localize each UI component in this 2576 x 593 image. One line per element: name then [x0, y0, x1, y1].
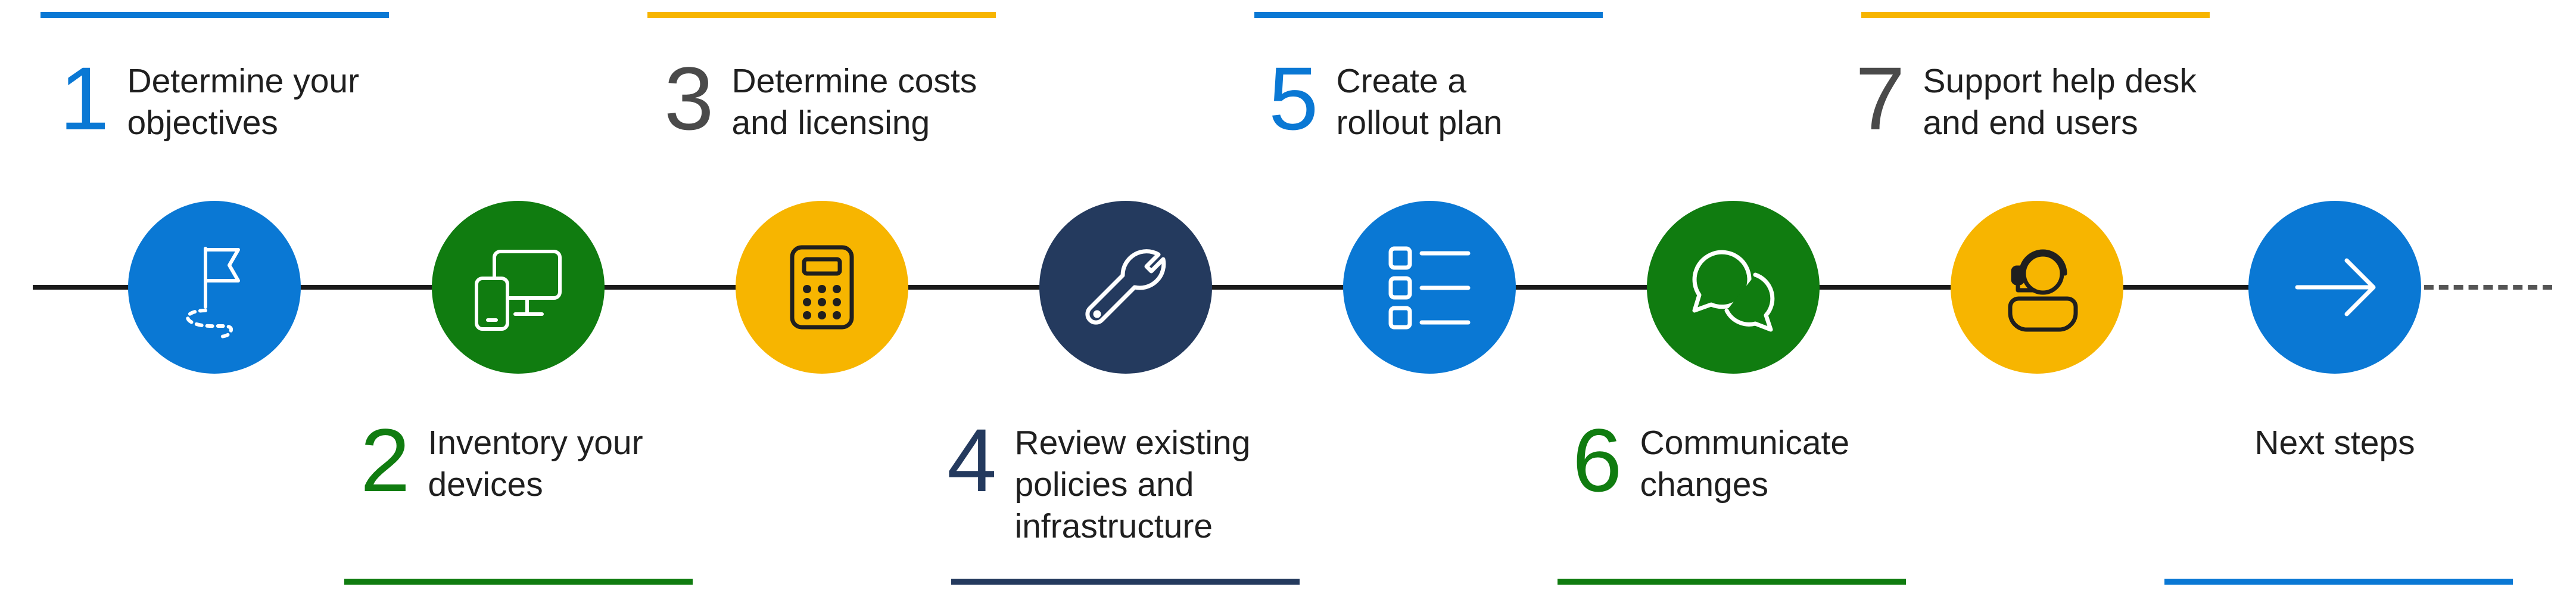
step-2-label: 2 Inventory your devices: [360, 410, 643, 510]
step-2-number: 2: [360, 410, 410, 510]
arrow-right-icon: [2295, 258, 2376, 316]
headset-user-icon: [2008, 249, 2078, 332]
step-4-text: Review existing policies and infrastruct…: [1014, 424, 1251, 545]
step-6-circle: [1647, 201, 1820, 374]
step-1-number: 1: [60, 48, 109, 148]
step-7-number: 7: [1855, 48, 1905, 148]
step-2-accent-bar: [344, 579, 693, 585]
step-5-accent-bar: [1254, 12, 1603, 18]
step-3-accent-bar: [647, 12, 996, 18]
checklist-icon: [1388, 246, 1471, 330]
step-3-label: 3 Determine costs and licensing: [664, 48, 977, 148]
step-7-accent-bar: [1861, 12, 2210, 18]
next-steps-circle[interactable]: [2248, 201, 2421, 374]
step-4-label: 4 Review existing policies and infrastru…: [947, 410, 1251, 547]
step-6-accent-bar: [1558, 579, 1906, 585]
step-1-label: 1 Determine your objectives: [60, 48, 360, 148]
wrench-icon: [1085, 249, 1166, 325]
next-steps-label[interactable]: Next steps: [2254, 424, 2415, 462]
step-2-circle: [432, 201, 605, 374]
step-6-number: 6: [1572, 410, 1622, 510]
step-5-number: 5: [1269, 48, 1318, 148]
step-7-text: Support help desk and end users: [1923, 62, 2197, 142]
step-1-accent-bar: [41, 12, 389, 18]
step-7-label: 7 Support help desk and end users: [1855, 48, 2197, 148]
step-3-number: 3: [664, 48, 714, 148]
step-1-circle: [128, 201, 301, 374]
step-3-text: Determine costs and licensing: [731, 62, 977, 142]
step-7-circle: [1951, 201, 2123, 374]
step-1-text: Determine your objectives: [127, 62, 360, 142]
step-4-number: 4: [947, 410, 996, 510]
step-5-circle: [1343, 201, 1516, 374]
step-4-accent-bar: [951, 579, 1300, 585]
chat-bubbles-icon: [1692, 250, 1775, 332]
timeline-line: [33, 285, 2409, 290]
next-steps-accent-bar: [2164, 579, 2513, 585]
step-2-text: Inventory your devices: [428, 424, 643, 504]
step-6-text: Communicate changes: [1640, 424, 1850, 504]
devices-icon: [475, 250, 562, 331]
step-5-text: Create a rollout plan: [1336, 62, 1503, 142]
flag-icon: [186, 247, 240, 339]
step-5-label: 5 Create a rollout plan: [1269, 48, 1503, 148]
step-6-label: 6 Communicate changes: [1572, 410, 1850, 510]
step-4-circle: [1039, 201, 1212, 374]
step-3-circle: [736, 201, 908, 374]
calculator-icon: [790, 245, 854, 330]
timeline-dashed-continuation: [2409, 285, 2552, 290]
